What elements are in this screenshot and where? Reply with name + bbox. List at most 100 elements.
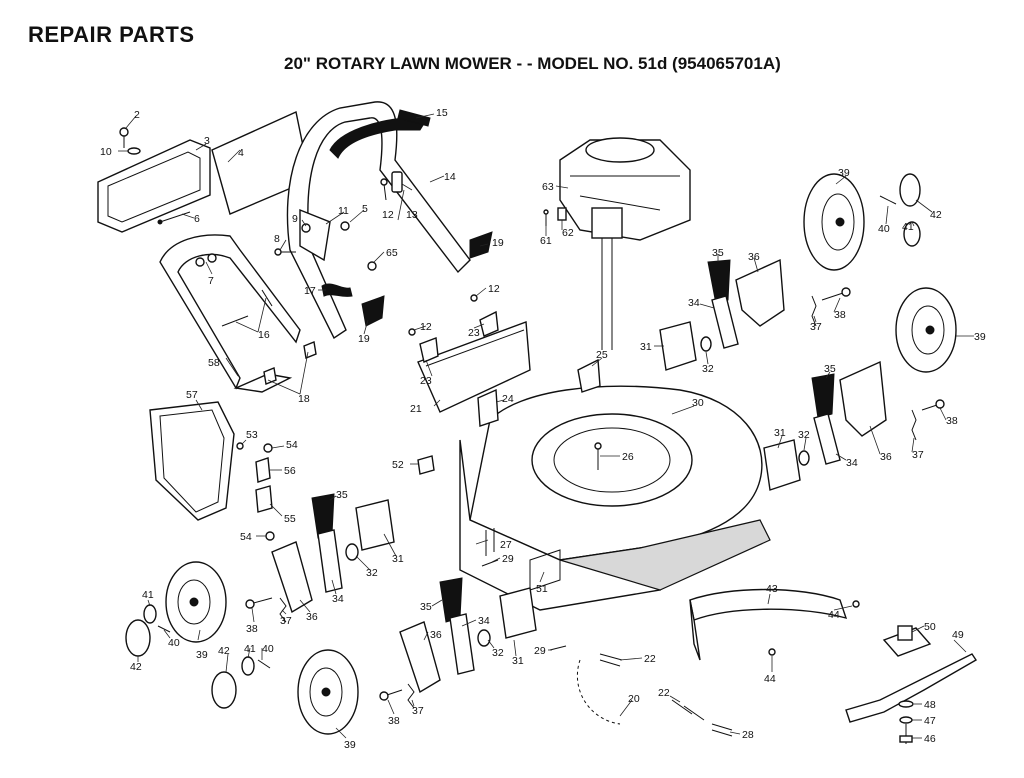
label-38-bottom: 38 — [388, 715, 400, 727]
part-51-chute-door[interactable] — [529, 549, 561, 591]
part-14-upper-handle[interactable] — [286, 101, 471, 340]
part-42-hubcap-b[interactable] — [125, 619, 151, 657]
part-25-bracket[interactable] — [577, 358, 601, 393]
part-39-wheel-a[interactable] — [803, 173, 865, 271]
part-37-spring-c[interactable] — [279, 597, 287, 623]
part-42-hubcap-c[interactable] — [211, 671, 237, 709]
part-38-bolt-b[interactable] — [921, 399, 945, 411]
label-12: 12 — [382, 209, 394, 221]
part-27-bolts[interactable] — [485, 528, 495, 556]
part-22-screws[interactable] — [599, 653, 705, 721]
label-41-left: 41 — [142, 589, 154, 601]
part-63-engine[interactable] — [559, 137, 691, 350]
part-65-washer[interactable] — [367, 261, 377, 271]
part-7-knob[interactable] — [195, 253, 217, 267]
part-10-washer[interactable] — [127, 147, 141, 155]
part-3-control-box[interactable] — [97, 139, 211, 233]
part-38-bolt-c[interactable] — [245, 597, 273, 609]
part-23-hinge-b[interactable] — [419, 337, 439, 363]
part-41-washer-c[interactable] — [241, 656, 255, 676]
part-57-bag-frame[interactable] — [149, 401, 235, 521]
part-36-axle-bracket-c[interactable] — [271, 541, 313, 614]
part-16-bolts[interactable] — [221, 289, 273, 327]
part-32-washer-a[interactable] — [700, 336, 712, 352]
part-47-washer[interactable] — [899, 716, 913, 724]
part-17-cable[interactable] — [321, 283, 353, 297]
label-41-upper: 41 — [902, 221, 914, 233]
part-56-bracket[interactable] — [255, 457, 271, 483]
part-2-knob[interactable] — [119, 127, 129, 148]
part-5-knob[interactable] — [340, 221, 350, 231]
part-31-gear-d[interactable] — [499, 587, 537, 639]
part-37-spring-b[interactable] — [911, 409, 917, 441]
part-52-plug[interactable] — [417, 455, 435, 475]
part-40-screw-b[interactable] — [157, 625, 171, 633]
part-50-blade-adapter[interactable] — [882, 625, 932, 657]
part-labels: 2 3 4 10 6 15 14 13 12 5 11 9 8 7 65 17 … — [100, 107, 986, 751]
part-34-adjuster-a[interactable] — [711, 295, 739, 349]
part-41-washer-b[interactable] — [143, 604, 157, 624]
part-46-bolt[interactable] — [899, 724, 913, 744]
part-29-bolt-a[interactable] — [481, 559, 499, 567]
part-31-gear-b[interactable] — [763, 439, 801, 491]
part-12-bolt-b[interactable] — [470, 294, 478, 302]
part-58-lower-handle[interactable] — [159, 234, 301, 393]
part-30-deck[interactable] — [459, 385, 771, 611]
label-36-left: 36 — [306, 611, 318, 623]
part-40-screw-c[interactable] — [257, 659, 271, 669]
part-34-adjuster-b[interactable] — [813, 413, 841, 465]
part-11-bracket[interactable] — [299, 208, 331, 262]
part-34-adjuster-c[interactable] — [317, 529, 343, 593]
part-62-clip[interactable] — [557, 207, 567, 221]
part-42-hubcap-a[interactable] — [899, 173, 921, 207]
part-54-nut-b[interactable] — [265, 531, 275, 541]
part-31-gear-c[interactable] — [355, 499, 395, 551]
label-42-upper: 42 — [930, 209, 942, 221]
part-18-knobs[interactable] — [263, 341, 317, 385]
part-39-wheel-c[interactable] — [165, 561, 227, 643]
part-32-washer-b[interactable] — [798, 450, 810, 466]
part-37-spring-d[interactable] — [407, 683, 415, 709]
part-32-washer-d[interactable] — [477, 629, 491, 647]
part-35-knob-b[interactable] — [811, 373, 835, 419]
part-36-axle-bracket-b[interactable] — [839, 360, 887, 437]
part-28-screws[interactable] — [711, 723, 733, 737]
part-36-axle-bracket-d[interactable] — [399, 621, 441, 694]
label-51: 51 — [536, 583, 548, 595]
part-31-gear-a[interactable] — [659, 321, 697, 371]
part-36-axle-bracket-a[interactable] — [735, 258, 785, 327]
part-23-hinge-a[interactable] — [479, 310, 499, 337]
part-26-bolt[interactable] — [594, 442, 602, 470]
part-49-blade[interactable] — [845, 653, 977, 723]
part-13-clip[interactable] — [391, 171, 403, 193]
part-37-spring-a[interactable] — [811, 295, 817, 327]
part-15-grip[interactable] — [329, 109, 431, 159]
part-8-bolt[interactable] — [274, 248, 296, 256]
part-48-washer[interactable] — [898, 700, 914, 708]
part-19-knob-a[interactable] — [469, 231, 493, 259]
part-12-bolt-a[interactable] — [380, 178, 388, 201]
part-38-bolt-d[interactable] — [379, 689, 403, 701]
part-53-bolt[interactable] — [236, 442, 244, 450]
part-54-nut-a[interactable] — [263, 443, 273, 453]
part-34-adjuster-d[interactable] — [449, 613, 475, 675]
part-35-knob-a[interactable] — [707, 259, 731, 305]
part-43-baffle[interactable] — [689, 588, 848, 661]
part-29-bolt-b[interactable] — [549, 645, 567, 651]
part-32-washer-c[interactable] — [345, 543, 359, 561]
part-44-screw-b[interactable] — [768, 648, 776, 656]
part-9-bolt[interactable] — [301, 223, 311, 233]
part-39-wheel-d[interactable] — [297, 649, 359, 735]
part-55-plate[interactable] — [255, 485, 273, 513]
part-40-screw-a[interactable] — [879, 195, 897, 205]
part-39-wheel-b[interactable] — [895, 287, 957, 373]
part-19-knob-b[interactable] — [361, 295, 385, 327]
part-44-screw-a[interactable] — [852, 600, 860, 608]
part-61-bolt[interactable] — [543, 209, 549, 226]
part-12-bolt-c[interactable] — [408, 328, 416, 336]
part-21-rear-guard[interactable] — [417, 321, 531, 413]
part-20-chute-outline[interactable] — [576, 659, 621, 725]
part-6-screw[interactable] — [157, 211, 191, 225]
part-24-bracket[interactable] — [477, 388, 499, 427]
part-38-bolt-a[interactable] — [821, 287, 851, 301]
